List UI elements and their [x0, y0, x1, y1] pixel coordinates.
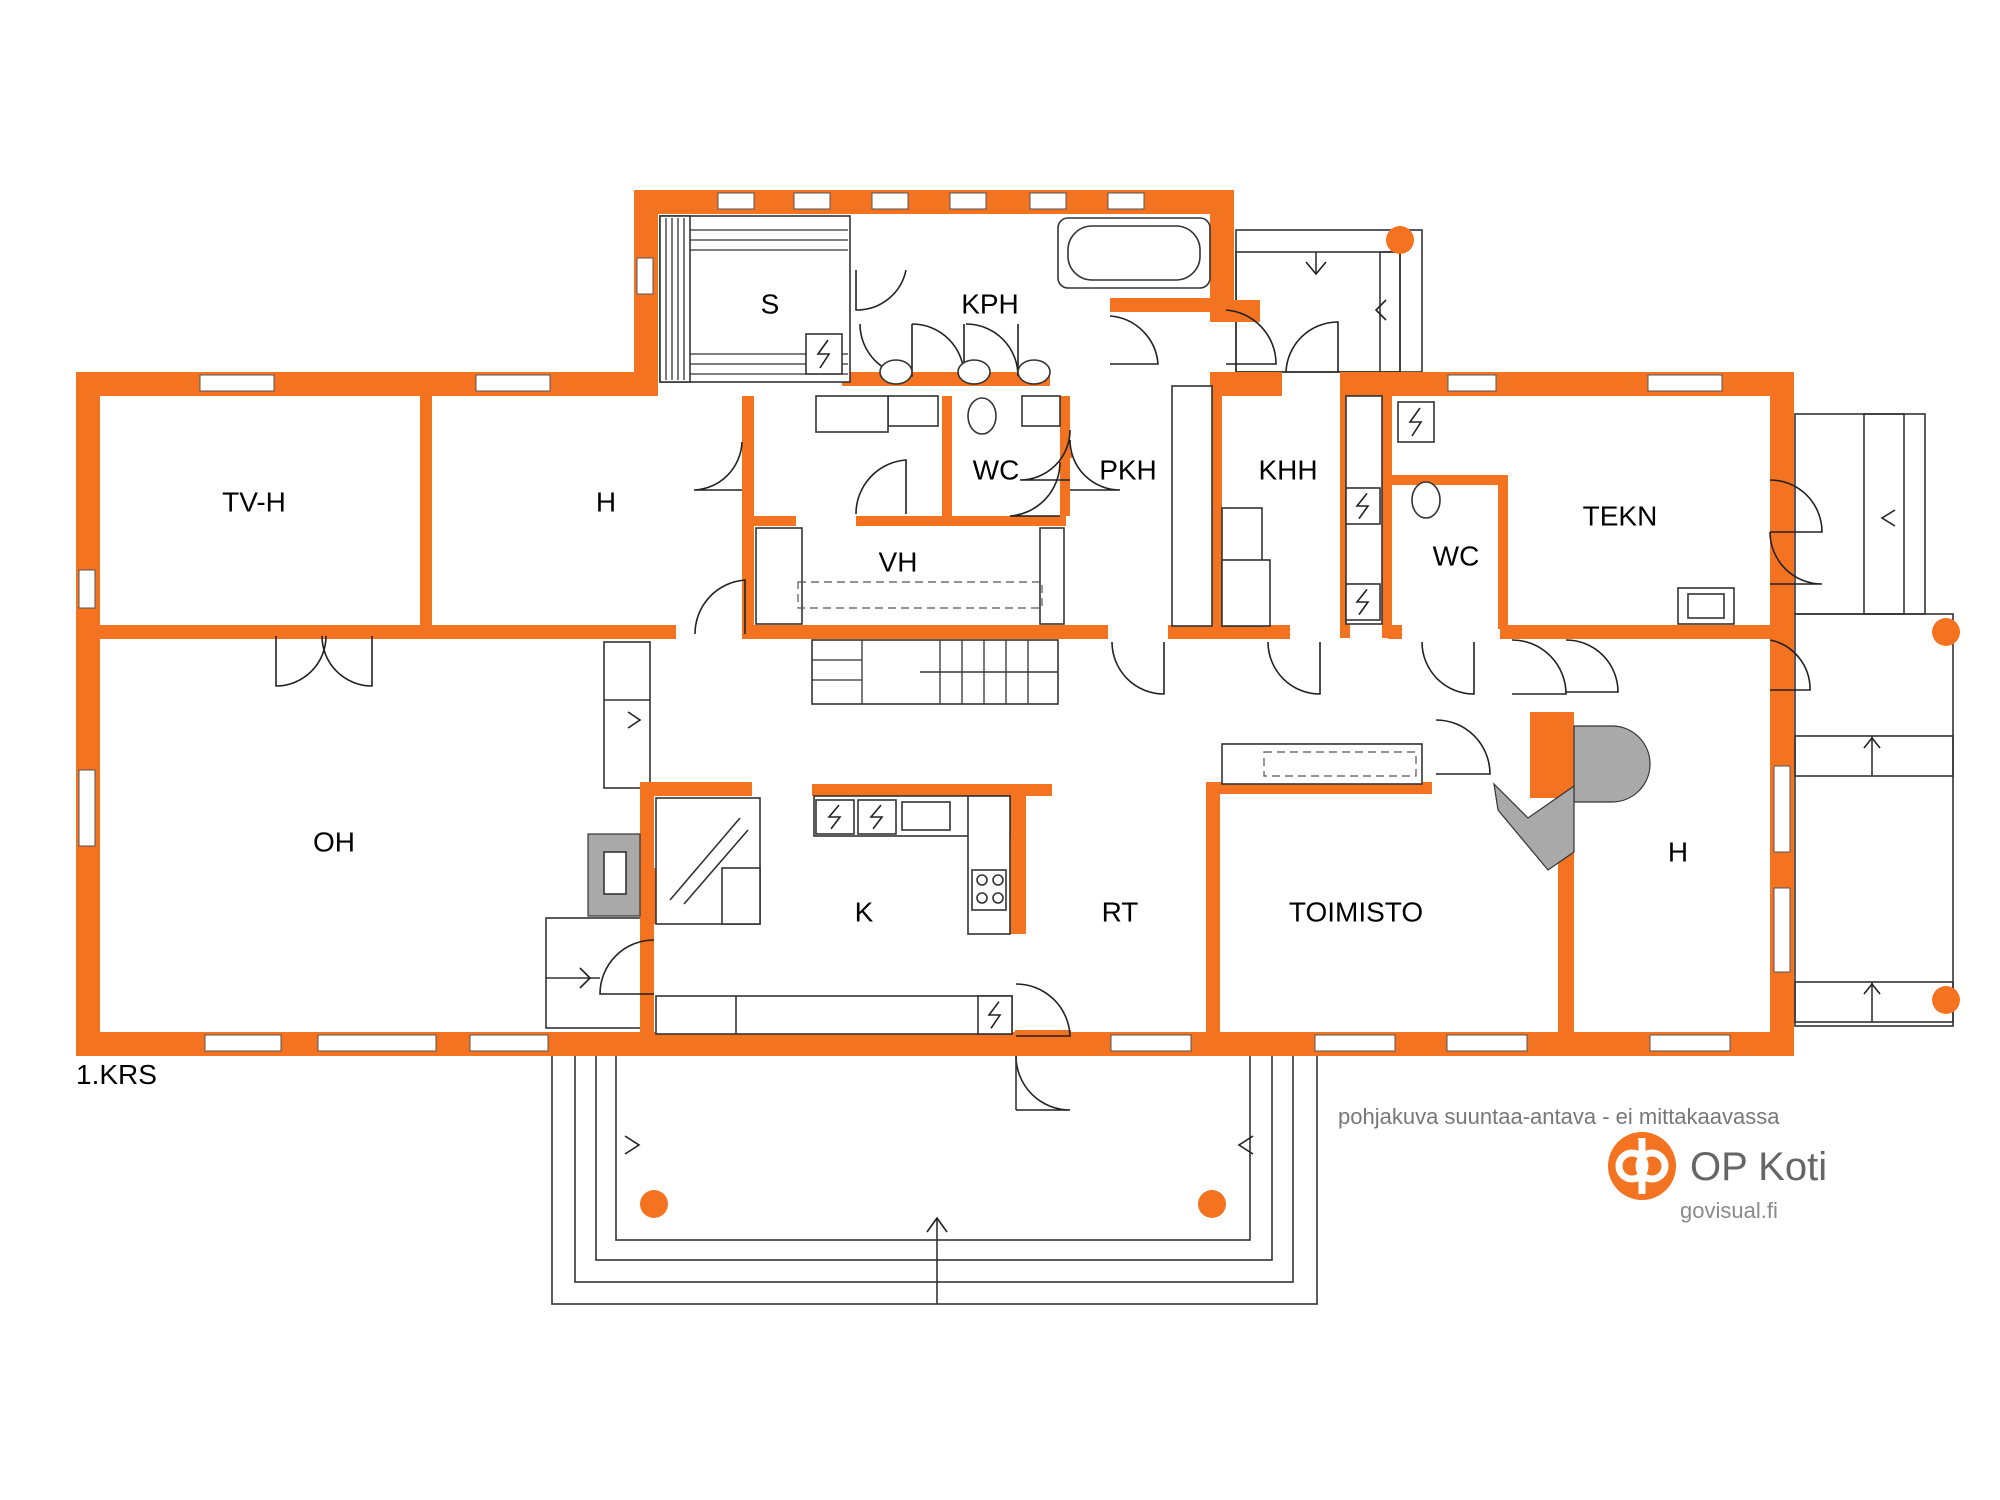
doors [275, 269, 1823, 1111]
room-label-sauna: S [761, 288, 780, 319]
lightning-glyph [827, 804, 842, 830]
lightning-glyph [1408, 407, 1423, 437]
room-label-technical-room: TEKN [1583, 500, 1658, 531]
room-label-living-room: OH [313, 826, 355, 857]
room-label-office: TOIMISTO [1289, 896, 1423, 927]
lightning-icon [1345, 583, 1381, 621]
room-label-bedroom-2: H [1668, 836, 1688, 867]
room-labels: S KPH TV-H H WC PKH KHH TEKN WC VH OH K … [222, 288, 1688, 927]
room-label-dining-room: RT [1102, 896, 1139, 927]
lightning-glyph [1355, 588, 1370, 616]
lightning-glyph [987, 1001, 1002, 1029]
op-logo-icon [1608, 1132, 1676, 1200]
lightning-glyph [816, 339, 831, 369]
walls [76, 190, 1794, 1056]
front-terrace [551, 1051, 1318, 1305]
lightning-glyph [1355, 492, 1370, 520]
fixtures [587, 215, 1960, 1218]
lightning-icon [857, 799, 897, 835]
room-label-dressing-room: PKH [1099, 454, 1157, 485]
lightning-glyph [869, 804, 884, 830]
room-label-wc-2: WC [1433, 540, 1480, 571]
room-label-walk-in-closet: VH [879, 546, 918, 577]
brand-name: OP Koti [1690, 1145, 1827, 1189]
windows [78, 192, 1791, 1052]
disclaimer-text: pohjakuva suuntaa-antava - ei mittakaava… [1338, 1104, 1780, 1129]
room-label-wc-1: WC [973, 454, 1020, 485]
room-label-bedroom-1: H [596, 486, 616, 517]
website-text: govisual.fi [1680, 1198, 1778, 1223]
floor-label: 1.KRS [76, 1059, 157, 1090]
room-label-kitchen: K [855, 896, 874, 927]
room-label-utility-room: KHH [1258, 454, 1317, 485]
lightning-icon [815, 799, 855, 835]
room-label-tv-room: TV-H [222, 486, 286, 517]
room-label-bathroom: KPH [961, 288, 1019, 319]
